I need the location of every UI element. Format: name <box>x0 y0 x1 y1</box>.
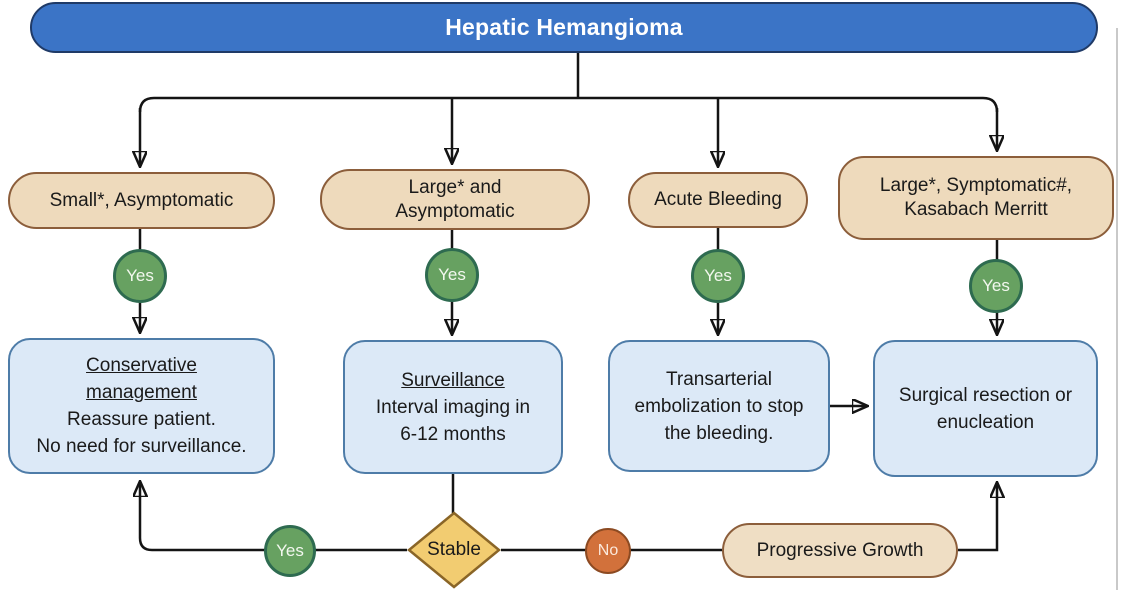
decision-badge-yes-large-asymptomatic: Yes <box>425 248 479 302</box>
condition-label: Asymptomatic <box>395 200 515 222</box>
diamond-shape <box>407 511 501 589</box>
outcome-node-surgical-resection: Surgical resection or enucleation <box>873 340 1098 477</box>
condition-label: Large*, Symptomatic#, <box>879 175 1073 196</box>
stable-decision-diamond: Stable <box>407 511 501 589</box>
decision-label: No <box>597 542 619 559</box>
decision-label: Yes <box>126 266 154 285</box>
decision-label: Yes <box>438 265 466 284</box>
condition-node-acute-bleeding: Acute Bleeding <box>628 172 808 228</box>
outcome-body: Interval imaging in <box>375 396 531 418</box>
decision-badge-no-stable: No <box>585 528 631 574</box>
diamond-label: Stable <box>427 539 481 560</box>
decision-label: Yes <box>704 266 732 285</box>
outcome-body: Transarterial <box>666 368 772 390</box>
condition-node-large-asymptomatic: Large* and Asymptomatic <box>320 169 590 230</box>
outcome-heading: Surveillance <box>401 369 505 391</box>
outcome-body: Reassure patient. <box>67 409 216 430</box>
condition-label: Large* and <box>408 176 502 198</box>
outcome-heading: Conservative <box>86 355 197 376</box>
page-title: Hepatic Hemangioma <box>445 14 683 40</box>
decision-label: Yes <box>276 541 304 560</box>
progressive-growth-node: Progressive Growth <box>722 523 958 578</box>
decision-label: Yes <box>982 276 1010 295</box>
condition-label: Acute Bleeding <box>654 189 782 210</box>
outcome-node-transarterial-embolization: Transarterial embolization to stop the b… <box>608 340 830 472</box>
condition-label: Small*, Asymptomatic <box>49 189 234 211</box>
condition-label: Kasabach Merritt <box>904 199 1048 220</box>
decision-badge-yes-stable: Yes <box>264 525 316 577</box>
outcome-heading: management <box>86 382 197 403</box>
condition-node-large-symptomatic: Large*, Symptomatic#, Kasabach Merritt <box>838 156 1114 240</box>
outcome-body: 6-12 months <box>400 423 506 445</box>
progressive-growth-label: Progressive Growth <box>756 539 924 561</box>
outcome-body: No need for surveillance. <box>36 436 247 457</box>
outcome-body: enucleation <box>936 411 1035 433</box>
outcome-node-surveillance: Surveillance Interval imaging in 6-12 mo… <box>343 340 563 474</box>
title-node: Hepatic Hemangioma <box>30 2 1098 53</box>
outcome-body: the bleeding. <box>664 422 774 444</box>
outcome-node-conservative-management: Conservative management Reassure patient… <box>8 338 275 474</box>
condition-node-small-asymptomatic: Small*, Asymptomatic <box>8 172 275 229</box>
page-edge-line <box>1116 28 1118 590</box>
outcome-body: Surgical resection or <box>898 384 1073 406</box>
decision-badge-yes-acute-bleeding: Yes <box>691 249 745 303</box>
decision-badge-yes-small: Yes <box>113 249 167 303</box>
outcome-body: embolization to stop <box>634 395 804 417</box>
decision-badge-yes-large-symptomatic: Yes <box>969 259 1023 313</box>
